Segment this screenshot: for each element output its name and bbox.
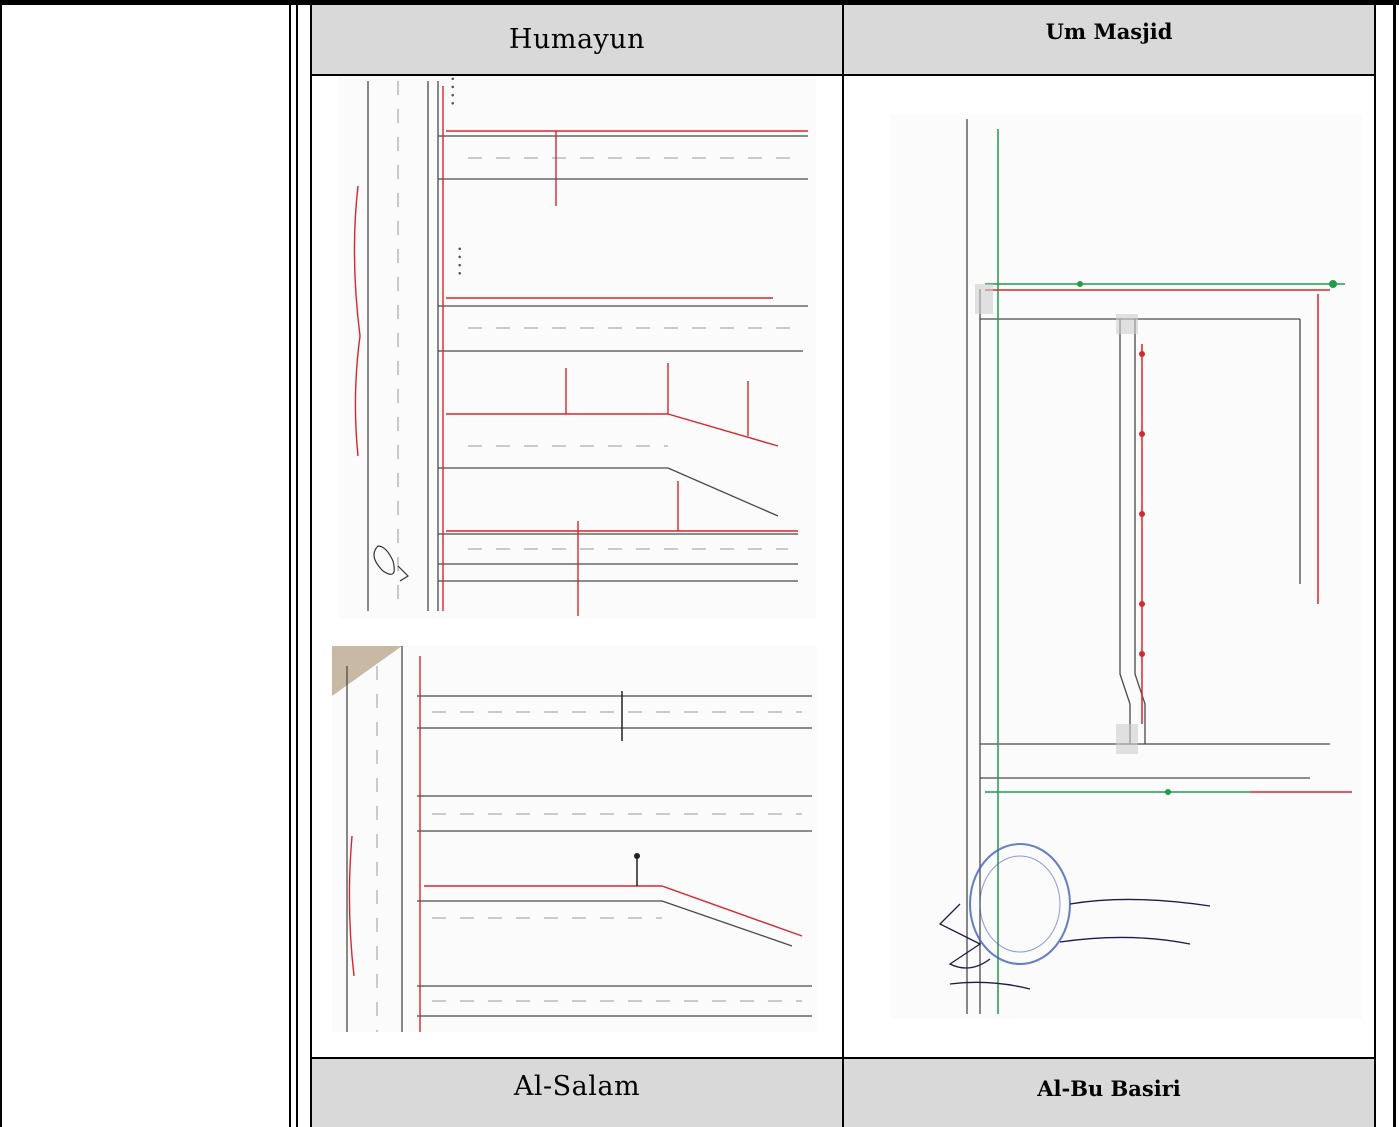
header-cell-humayun: Humayun [312, 5, 842, 74]
row-divider-1 [310, 74, 1376, 76]
table-left-border [310, 5, 312, 1127]
humayun-sketch-top: • • • • • • • • • [338, 76, 816, 619]
header-cell-al-salam: Al-Salam [312, 1059, 842, 1127]
right-border [1393, 0, 1396, 1127]
header-cell-al-bu-basiri: Al-Bu Basiri [844, 1059, 1374, 1127]
svg-text:• • • • •: • • • • • [449, 76, 459, 106]
heading-al-salam: Al-Salam [513, 1071, 641, 1102]
heading-al-bu-basiri: Al-Bu Basiri [1037, 1076, 1181, 1101]
column-divider-outer [289, 0, 291, 1127]
table-right-border [1374, 5, 1376, 1127]
humayun-sketch-bottom [332, 646, 818, 1032]
heading-um-masjid: Um Masjid [1045, 19, 1173, 44]
um-masjid-sketch [890, 114, 1362, 1019]
svg-text:• • • •: • • • • [456, 246, 466, 276]
column-divider-inner [296, 0, 298, 1127]
row-divider-2 [310, 1057, 1376, 1059]
table-middle-border [842, 5, 844, 1127]
heading-humayun: Humayun [508, 24, 646, 55]
header-cell-um-masjid: Um Masjid [844, 5, 1374, 74]
left-border [0, 0, 2, 1127]
top-border [0, 0, 1399, 5]
